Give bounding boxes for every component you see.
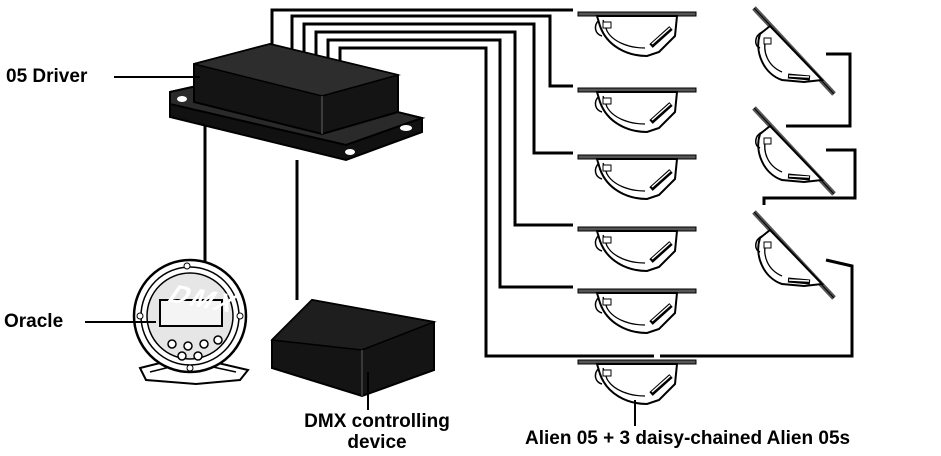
controller-cables [203,115,299,300]
tilted-fixture-1 [754,8,834,94]
ceiling-fixture-1 [578,12,696,56]
ceiling-fixture-6 [578,360,696,404]
cable-4 [314,30,573,227]
chain-1 [660,258,854,358]
ceiling-fixture-4 [578,227,696,271]
chain-2 [762,148,857,205]
dmx-device: DMX [162,280,437,398]
dmx-label: DMX controlling device [282,411,472,453]
cable-5 [326,38,573,289]
driver-cables [270,8,654,358]
alien-label: Alien 05 + 3 daisy-chained Alien 05s [525,428,851,449]
cable-2 [290,14,573,88]
driver-box [169,42,426,162]
chain-3 [786,52,852,128]
oracle-screen [159,299,223,327]
ceiling-fixture-3 [578,155,696,199]
cable-3 [302,22,573,155]
oracle-buttons [167,335,223,361]
ceiling-fixture-2 [578,88,696,132]
oracle-label: Oracle [4,311,64,332]
oracle-device [132,258,250,386]
tilted-fixture-2 [754,108,834,194]
ceiling-fixture-5 [578,289,696,333]
tilted-fixture-3 [754,212,834,298]
cable-1 [270,8,573,50]
dmx-label-line2: device [347,432,407,453]
daisy-chain-cables [660,52,857,358]
cable-6 [338,46,654,358]
dmx-label-line1: DMX controlling [304,411,450,432]
driver-label: 05 Driver [6,66,88,87]
